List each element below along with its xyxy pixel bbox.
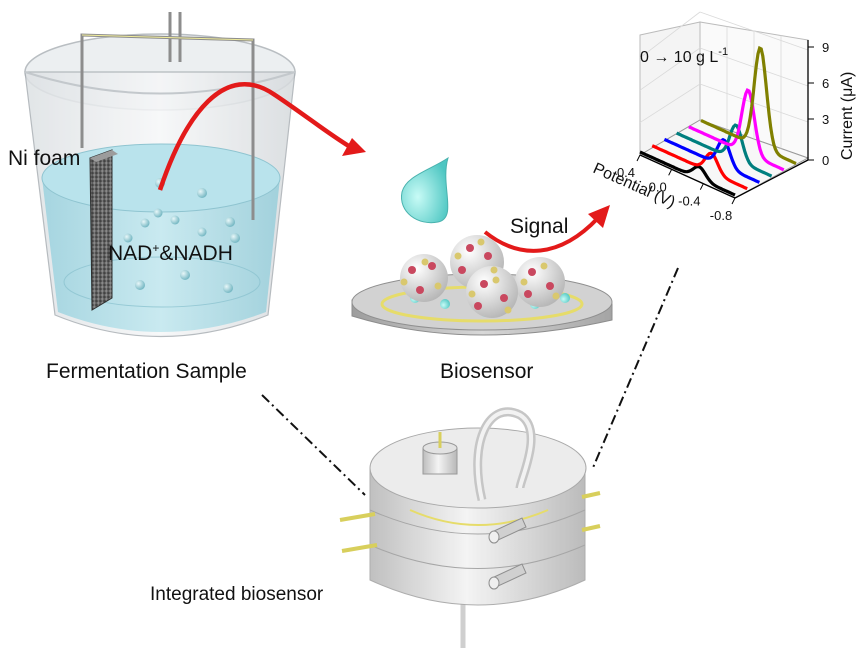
chart-series-3 bbox=[675, 123, 773, 178]
biosensor-disk bbox=[351, 235, 613, 336]
x-tick-label: -0.8 bbox=[710, 208, 732, 223]
enzyme-flowers bbox=[400, 238, 560, 314]
nad-label: NAD+&NADH bbox=[108, 241, 233, 265]
chart-series-0 bbox=[639, 150, 736, 197]
integrated-biosensor-label: Integrated biosensor bbox=[150, 584, 324, 605]
y-axis-label: Current (μA) bbox=[839, 72, 856, 160]
chart-series-5 bbox=[700, 45, 797, 165]
y-tick-label: 6 bbox=[822, 76, 829, 91]
x-tick-mark bbox=[731, 197, 736, 205]
chart-title: 0 → 10 g L-1 bbox=[640, 46, 728, 66]
beaker bbox=[24, 12, 296, 338]
y-tick-label: 9 bbox=[822, 40, 829, 55]
grid-line bbox=[639, 83, 701, 123]
droplet-icon bbox=[401, 156, 449, 224]
beaker-rim-front bbox=[24, 71, 296, 95]
chart-series-2 bbox=[663, 137, 761, 184]
depth-axis-line bbox=[734, 159, 809, 199]
ni-foam-label: Ni foam bbox=[8, 147, 81, 170]
signal-arrow bbox=[483, 205, 610, 253]
x-tick-mark bbox=[699, 183, 704, 190]
x-tick-label: -0.4 bbox=[678, 194, 700, 209]
signal-label: Signal bbox=[510, 215, 569, 238]
y-tick-label: 0 bbox=[822, 153, 829, 168]
grid-line bbox=[639, 11, 701, 59]
transfer-arrow bbox=[157, 81, 366, 191]
chart-traces bbox=[639, 45, 797, 197]
chart-ticks: 0.4 0.0 -0.4 -0.8 0 3 6 9 bbox=[617, 40, 829, 223]
fermentation-sample-label: Fermentation Sample bbox=[46, 360, 247, 383]
x-tick-mark bbox=[636, 154, 641, 162]
grid-line bbox=[639, 47, 701, 91]
x-axis-line bbox=[639, 154, 736, 199]
y-tick-label: 3 bbox=[822, 112, 829, 127]
ni-foam-plate bbox=[89, 149, 113, 311]
connector-lines bbox=[261, 267, 679, 496]
x-tick-label: 0.0 bbox=[649, 179, 667, 194]
x-tick-label: 0.4 bbox=[617, 165, 635, 180]
biosensor-label: Biosensor bbox=[440, 360, 534, 383]
chart-series-4 bbox=[688, 88, 785, 172]
chart-series-1 bbox=[651, 144, 748, 191]
integrated-biosensor-device bbox=[339, 407, 601, 648]
x-tick-mark bbox=[668, 169, 673, 176]
